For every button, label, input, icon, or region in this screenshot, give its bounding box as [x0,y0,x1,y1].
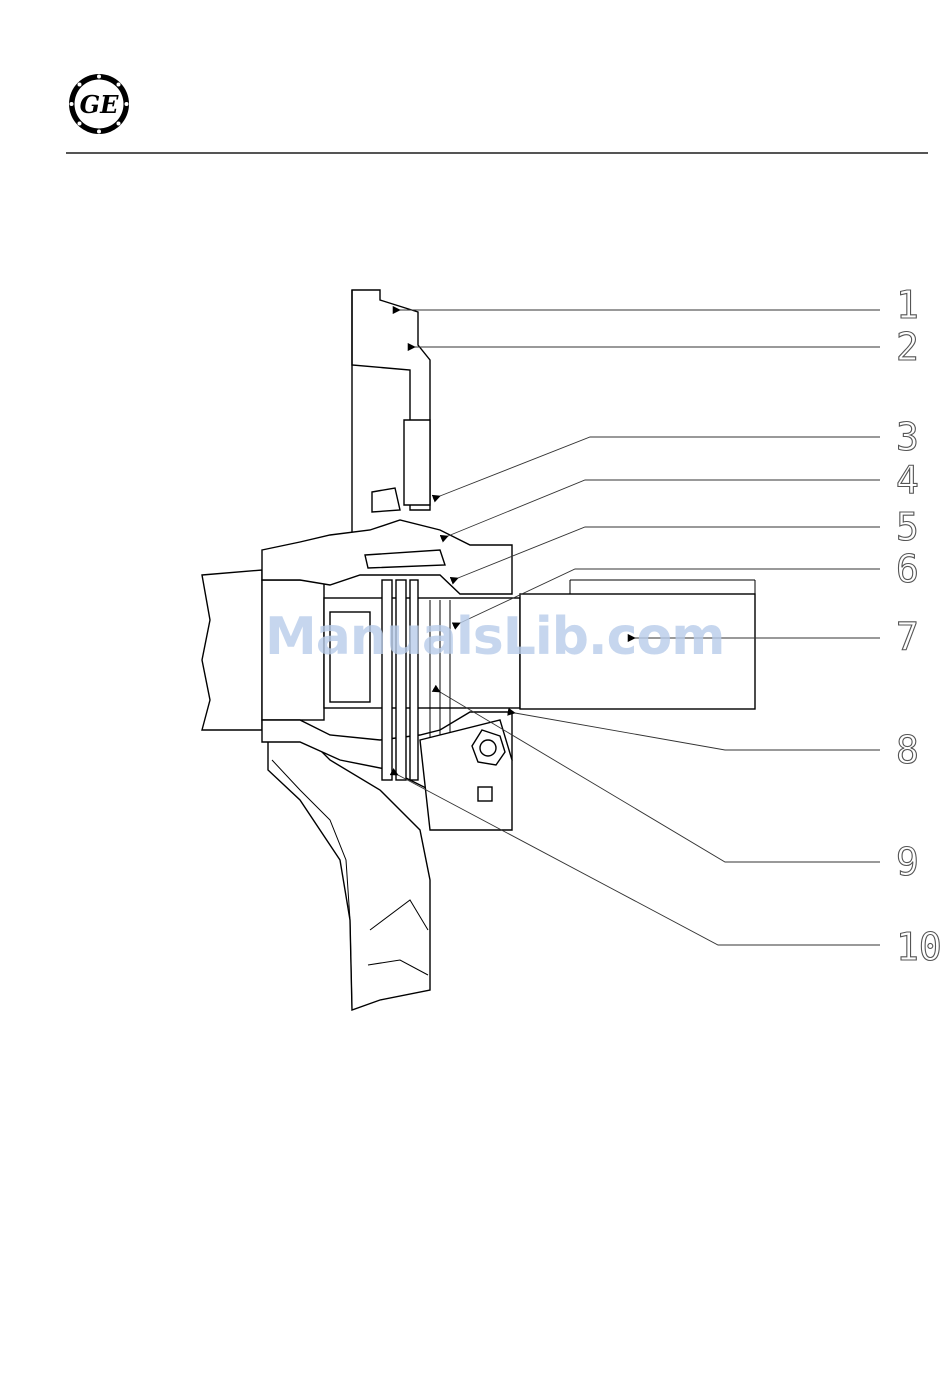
bolt-bracket [420,720,512,830]
callout-1: 1 [896,283,919,327]
callout-3: 3 [896,415,919,459]
callout-4: 4 [896,458,919,502]
callout-2: 2 [896,325,919,369]
watermark-text: ManualsLib.com [265,607,724,667]
callout-7: 7 [896,615,919,659]
callout-10: 10 [896,925,942,969]
callout-5: 5 [896,505,919,549]
callout-8: 8 [896,728,919,772]
callout-9: 9 [896,840,919,884]
housing-wall [352,290,430,560]
callout-numbers: 1 2 3 4 5 6 7 8 9 10 [896,283,942,969]
callout-6: 6 [896,547,919,591]
